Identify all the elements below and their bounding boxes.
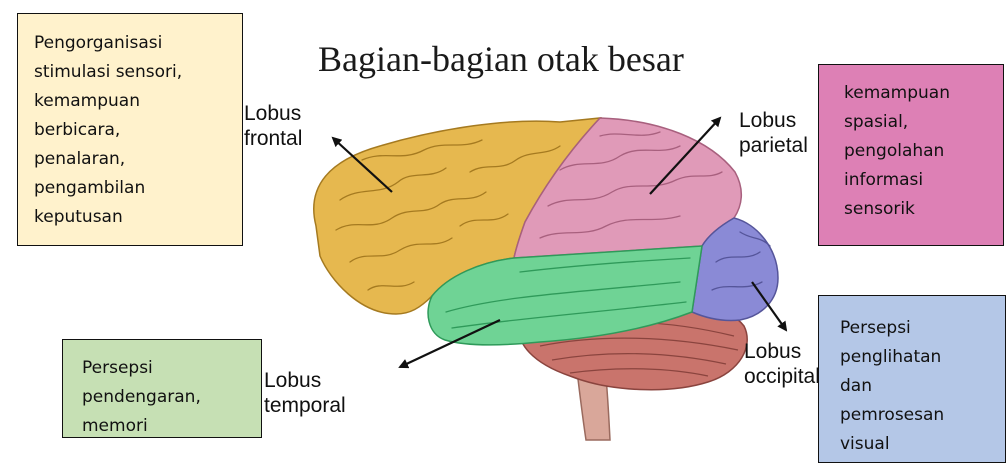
parietal-function-box: kemampuan spasial, pengolahan informasi … [818,64,1004,246]
occipital-function-box: Persepsi penglihatan dan pemrosesan visu… [818,295,1006,463]
diagram-title: Bagian-bagian otak besar [318,38,684,80]
temporal-function-text: Persepsi pendengaran, memori [82,354,261,438]
label-occipital-lobe: Lobus occipital [744,339,820,389]
occipital-function-text: Persepsi penglihatan dan pemrosesan visu… [840,314,1005,459]
parietal-function-text: kemampuan spasial, pengolahan informasi … [844,79,1003,224]
label-temporal-lobe: Lobus temporal [264,368,346,418]
frontal-function-text: Pengorganisasi stimulasi sensori, kemamp… [34,29,242,232]
frontal-function-box: Pengorganisasi stimulasi sensori, kemamp… [17,13,243,246]
label-frontal-lobe: Lobus frontal [244,101,302,151]
label-parietal-lobe: Lobus parietal [739,108,808,158]
temporal-function-box: Persepsi pendengaran, memori [62,339,262,438]
